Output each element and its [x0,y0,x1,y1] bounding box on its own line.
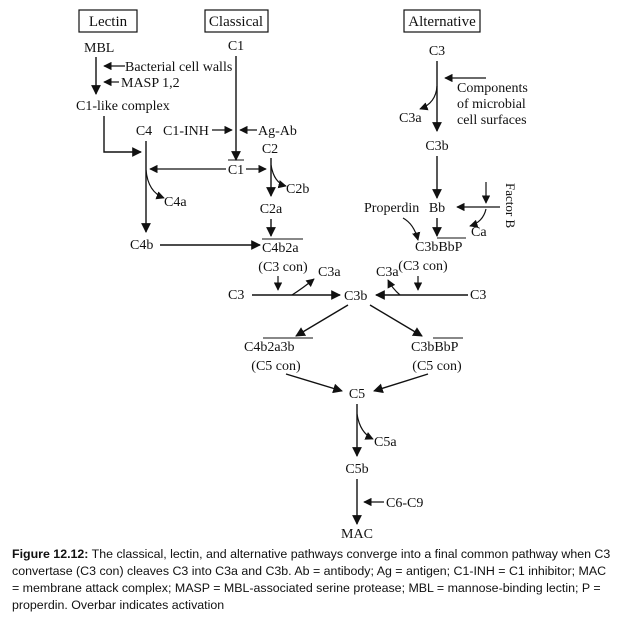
arrow-c2b [270,164,287,189]
label-ca: Ca [471,225,487,240]
arrow-c3b-c3bbbp [369,304,423,337]
label-bb: Bb [429,201,445,216]
caption-label: Figure 12.12: [12,547,89,561]
lectin-header: Lectin [89,14,128,30]
arrow-properdin [402,217,421,241]
arrow-c3a-right [387,279,401,296]
label-alt-c3: C3 [429,44,445,59]
label-c5a: C5a [374,435,397,450]
label-properdin: Properdin [364,201,419,216]
classical-header-box [204,9,269,33]
arrow-c1like-c4 [103,116,142,157]
caption-text: The classical, lectin, and alternative p… [12,547,611,612]
arrow-c4a [145,169,165,200]
label-components-3: cell surfaces [457,113,527,128]
arrow-c5a [356,413,374,440]
label-c4b: C4b [130,238,153,253]
label-c4b2a: C4b2a [262,241,299,256]
label-center-c3-left: C3 [228,288,244,303]
label-bacterial-cell-walls: Bacterial cell walls [125,60,232,75]
label-center-c3a-left: C3a [318,265,341,280]
lectin-header-box [78,9,138,33]
arrow-ca [469,208,487,228]
label-c4b2a3b: C4b2a3b [244,340,295,355]
label-c5con-right: (C5 con) [412,359,462,374]
label-c3con-alternative: (C3 con) [398,259,448,274]
label-alt-c3b: C3b [425,139,448,154]
figure-caption: Figure 12.12: The classical, lectin, and… [12,546,614,614]
label-c1: C1 [228,39,244,54]
label-center-c3-right: C3 [470,288,486,303]
label-c5b: C5b [345,462,368,477]
arrow-c5con-left-c5 [285,373,343,394]
label-mbl: MBL [84,41,114,56]
label-c1-inh: C1-INH [163,124,209,139]
label-center-c3a-right: C3a [376,265,399,280]
label-c2a: C2a [260,202,283,217]
arrow-alt-c3a [419,85,438,111]
alternative-header-box [403,9,481,33]
arrow-c3a-left [291,278,315,296]
label-center-c3bbbp: C3bBbP [411,340,459,355]
classical-header: Classical [209,14,263,30]
label-c5con-left: (C5 con) [251,359,301,374]
label-c5: C5 [349,387,365,402]
label-components-1: Components [457,81,528,96]
label-c4a: C4a [164,195,187,210]
alternative-header: Alternative [408,14,476,30]
label-alt-c3bbbp: C3bBbP [415,240,463,255]
label-c1-activated: C1 [228,163,244,178]
label-alt-c3a: C3a [399,111,422,126]
label-c3con-classical: (C3 con) [258,260,308,275]
label-c2b: C2b [286,182,309,197]
arrow-c3b-c4b2a3b [295,304,349,337]
label-c2: C2 [262,142,278,157]
label-c6-c9: C6-C9 [386,496,423,511]
label-center-c3b: C3b [344,289,367,304]
label-components-2: of microbial [457,97,526,112]
label-c1like-complex: C1-like complex [76,99,170,114]
complement-pathway-diagram: Lectin Classical Alternative MBL Bacteri… [76,9,528,540]
label-mac: MAC [341,527,373,540]
label-c4: C4 [136,124,152,139]
arrow-c5con-right-c5 [373,373,429,394]
label-factor-b: Factor B [503,183,518,228]
label-masp: MASP 1,2 [121,76,180,91]
label-ag-ab: Ag-Ab [258,124,297,139]
